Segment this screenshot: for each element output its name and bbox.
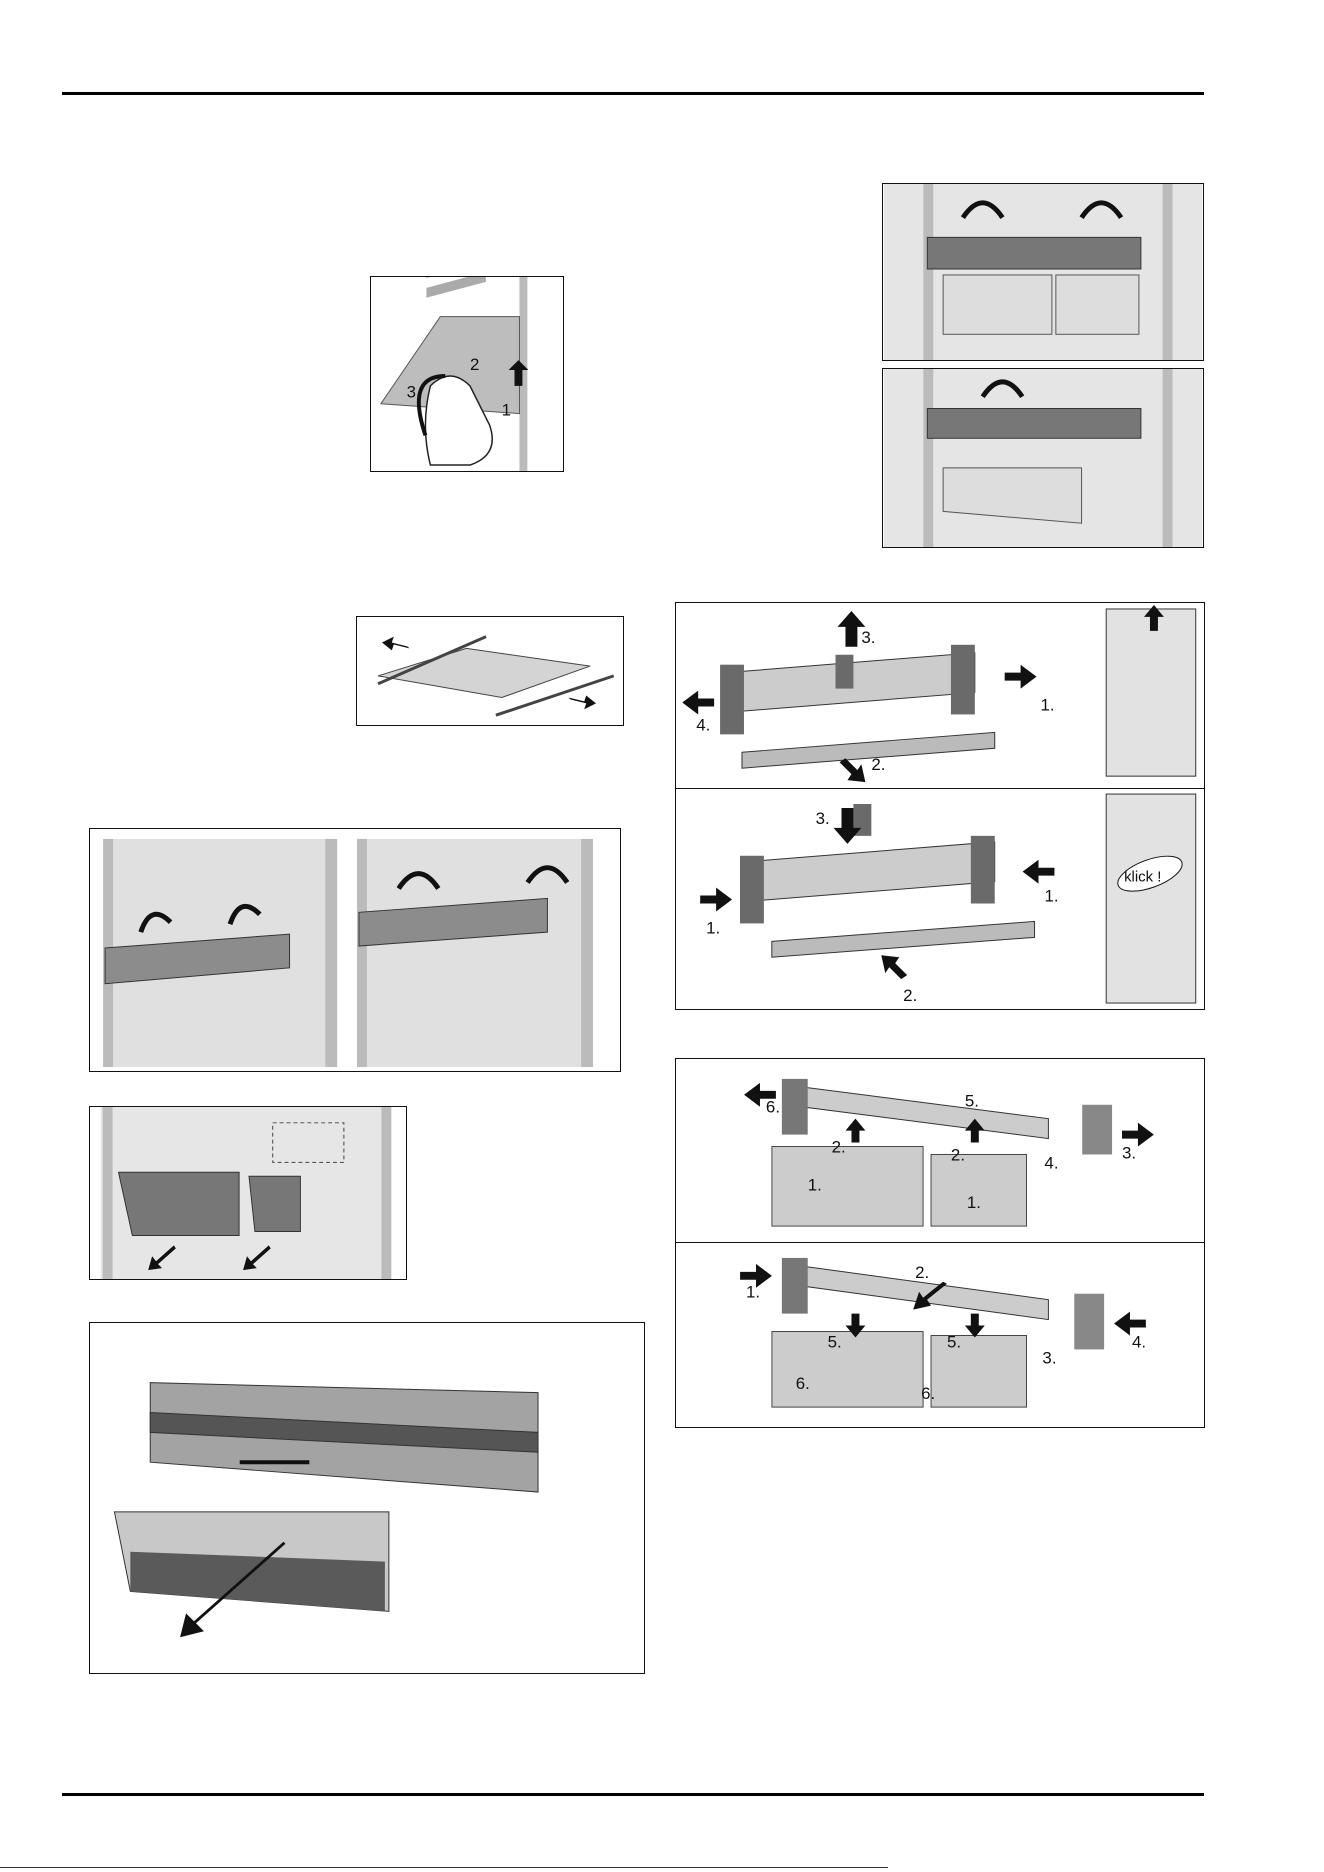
step-label: 1. [706, 918, 720, 937]
crisper-drawer-illustration [90, 1323, 644, 1673]
drawer-icon [114, 1512, 388, 1611]
figure-drawer-steps: 6. 5. 2. 2. 4. 3. 1. 1. 1. 2. 5. 5. 3. 4… [675, 1058, 1205, 1428]
drawer-steps-illustration: 6. 5. 2. 2. 4. 3. 1. 1. 1. 2. 5. 5. 3. 4… [676, 1059, 1204, 1427]
figure-drawer-rail-bottom [882, 368, 1204, 548]
figure-door-bins [89, 1106, 407, 1280]
step-label: 5. [828, 1332, 842, 1351]
step-label: 1. [746, 1283, 760, 1302]
bracket-steps-illustration: 3. 4. 1. 2. klick ! 3. 1. 1. 2. [676, 603, 1204, 1009]
step-label: 4. [1044, 1153, 1058, 1172]
glass-shelf-illustration: 2 3 1 [371, 277, 563, 471]
rail-top-illustration [883, 184, 1203, 360]
drawer-icon [943, 275, 1139, 334]
step-label: 1. [1044, 887, 1058, 906]
step-label: 2. [871, 755, 885, 774]
step-label: 2. [915, 1263, 929, 1282]
figure-shelf-bracket-steps: 3. 4. 1. 2. klick ! 3. 1. 1. 2. [675, 602, 1205, 1010]
step-label: 1. [1041, 695, 1055, 714]
step-label: 4. [1132, 1332, 1146, 1351]
step-label: 2. [951, 1145, 965, 1164]
step-label: 3. [816, 809, 830, 828]
header-rule [62, 92, 1204, 95]
rail-bottom-illustration [883, 369, 1203, 547]
step-label: 6. [796, 1374, 810, 1393]
figure-drawer-rail-top [882, 183, 1204, 361]
shelf-strips-illustration [357, 617, 623, 725]
step-label: 3 [407, 383, 416, 402]
step-label: 2 [470, 355, 479, 374]
door-shelf-illustration [90, 829, 620, 1071]
step-label: 2. [832, 1137, 846, 1156]
step-label: 6. [766, 1098, 780, 1117]
figure-shelf-trim-strips [356, 616, 624, 726]
step-label: 6. [921, 1384, 935, 1403]
footer-rule [62, 1793, 1204, 1796]
step-label: 1. [808, 1175, 822, 1194]
shelf-icon [927, 409, 1141, 439]
step-label: 4. [696, 715, 710, 734]
step-label: 1. [967, 1193, 981, 1212]
drawer-icon [772, 1332, 1027, 1408]
figure-glass-shelf-removal: 2 3 1 [370, 276, 564, 472]
figure-door-shelf-brackets [89, 828, 621, 1072]
klick-label: klick ! [1124, 869, 1161, 886]
step-label: 1 [502, 401, 511, 420]
step-label: 3. [1042, 1348, 1056, 1367]
step-label: 2. [903, 986, 917, 1005]
figure-crisper-drawer [89, 1322, 645, 1674]
step-label: 5. [965, 1092, 979, 1111]
door-bins-illustration [90, 1107, 406, 1279]
step-label: 3. [861, 628, 875, 647]
step-label: 3. [1122, 1143, 1136, 1162]
footer-thin-line [0, 1867, 888, 1868]
step-label: 5. [947, 1332, 961, 1351]
shelf-icon [927, 237, 1141, 269]
